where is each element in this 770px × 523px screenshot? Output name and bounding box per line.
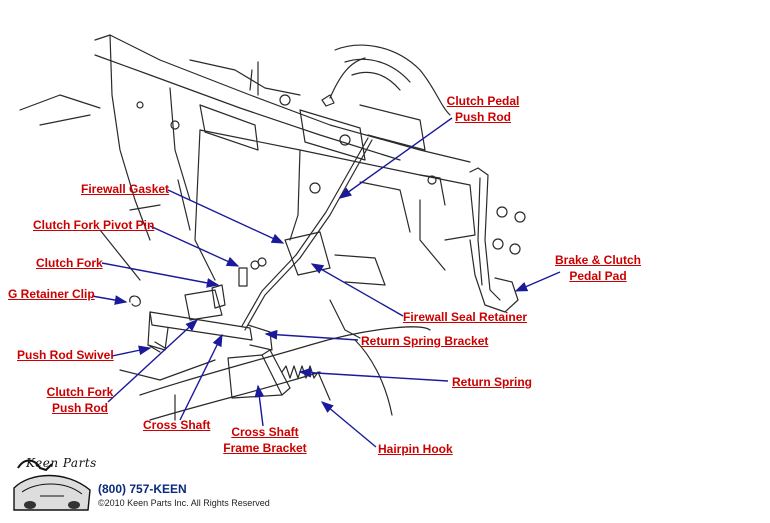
- label-clutch-fork-pivot-pin[interactable]: Clutch Fork Pivot Pin: [33, 218, 155, 232]
- label-line-1: Clutch Fork: [46, 385, 114, 399]
- label-cross-shaft-frame-bracket[interactable]: Cross Shaft Frame Bracket: [220, 424, 310, 456]
- arrow-brake-clutch-pedal-pad: [514, 271, 561, 292]
- label-g-retainer-clip[interactable]: G Retainer Clip: [8, 287, 95, 301]
- arrow-firewall-seal-retainer: [310, 263, 404, 317]
- arrow-clutch-pedal-push-rod: [338, 117, 453, 199]
- arrow-cross-shaft: [179, 333, 223, 421]
- label-return-spring[interactable]: Return Spring: [452, 375, 532, 389]
- label-clutch-fork-push-rod[interactable]: Clutch Fork Push Rod: [40, 384, 120, 416]
- label-line-2: Push Rod: [455, 110, 511, 124]
- label-line-2: Frame Bracket: [223, 441, 307, 455]
- arrow-hairpin-hook: [320, 401, 377, 448]
- arrow-cross-shaft-frame-bracket: [254, 384, 265, 427]
- label-line-2: Push Rod: [52, 401, 108, 415]
- label-line-1: Cross Shaft: [231, 425, 299, 439]
- label-push-rod-swivel[interactable]: Push Rod Swivel: [17, 348, 114, 362]
- arrow-clutch-fork-pivot-pin: [149, 225, 240, 267]
- label-line-2: Pedal Pad: [569, 269, 627, 283]
- copyright-text: ©2010 Keen Parts Inc. All Rights Reserve…: [98, 498, 270, 508]
- label-cross-shaft[interactable]: Cross Shaft: [143, 418, 211, 432]
- label-return-spring-bracket[interactable]: Return Spring Bracket: [361, 334, 489, 348]
- arrow-push-rod-swivel: [111, 345, 152, 357]
- parts-drawing: [19, 34, 526, 421]
- label-line-1: Clutch Pedal: [446, 94, 520, 108]
- label-line-1: Brake & Clutch: [554, 253, 642, 267]
- label-firewall-gasket[interactable]: Firewall Gasket: [81, 182, 170, 196]
- leader-arrows: [91, 117, 561, 448]
- label-clutch-fork[interactable]: Clutch Fork: [36, 256, 103, 270]
- arrow-return-spring: [298, 367, 449, 382]
- arrow-firewall-gasket: [167, 189, 285, 244]
- label-brake-clutch-pedal-pad[interactable]: Brake & Clutch Pedal Pad: [548, 252, 648, 284]
- phone-number[interactable]: (800) 757-KEEN: [98, 482, 187, 496]
- arrow-clutch-fork-push-rod: [107, 319, 199, 403]
- label-hairpin-hook[interactable]: Hairpin Hook: [378, 442, 453, 456]
- label-clutch-pedal-push-rod[interactable]: Clutch Pedal Push Rod: [438, 93, 528, 125]
- arrow-return-spring-bracket: [264, 329, 359, 341]
- arrow-clutch-fork: [101, 262, 220, 288]
- label-firewall-seal-retainer[interactable]: Firewall Seal Retainer: [403, 310, 528, 324]
- logo-script-text: Keen Parts: [26, 456, 97, 470]
- keen-parts-logo: [13, 459, 91, 511]
- arrow-g-retainer-clip: [91, 295, 128, 305]
